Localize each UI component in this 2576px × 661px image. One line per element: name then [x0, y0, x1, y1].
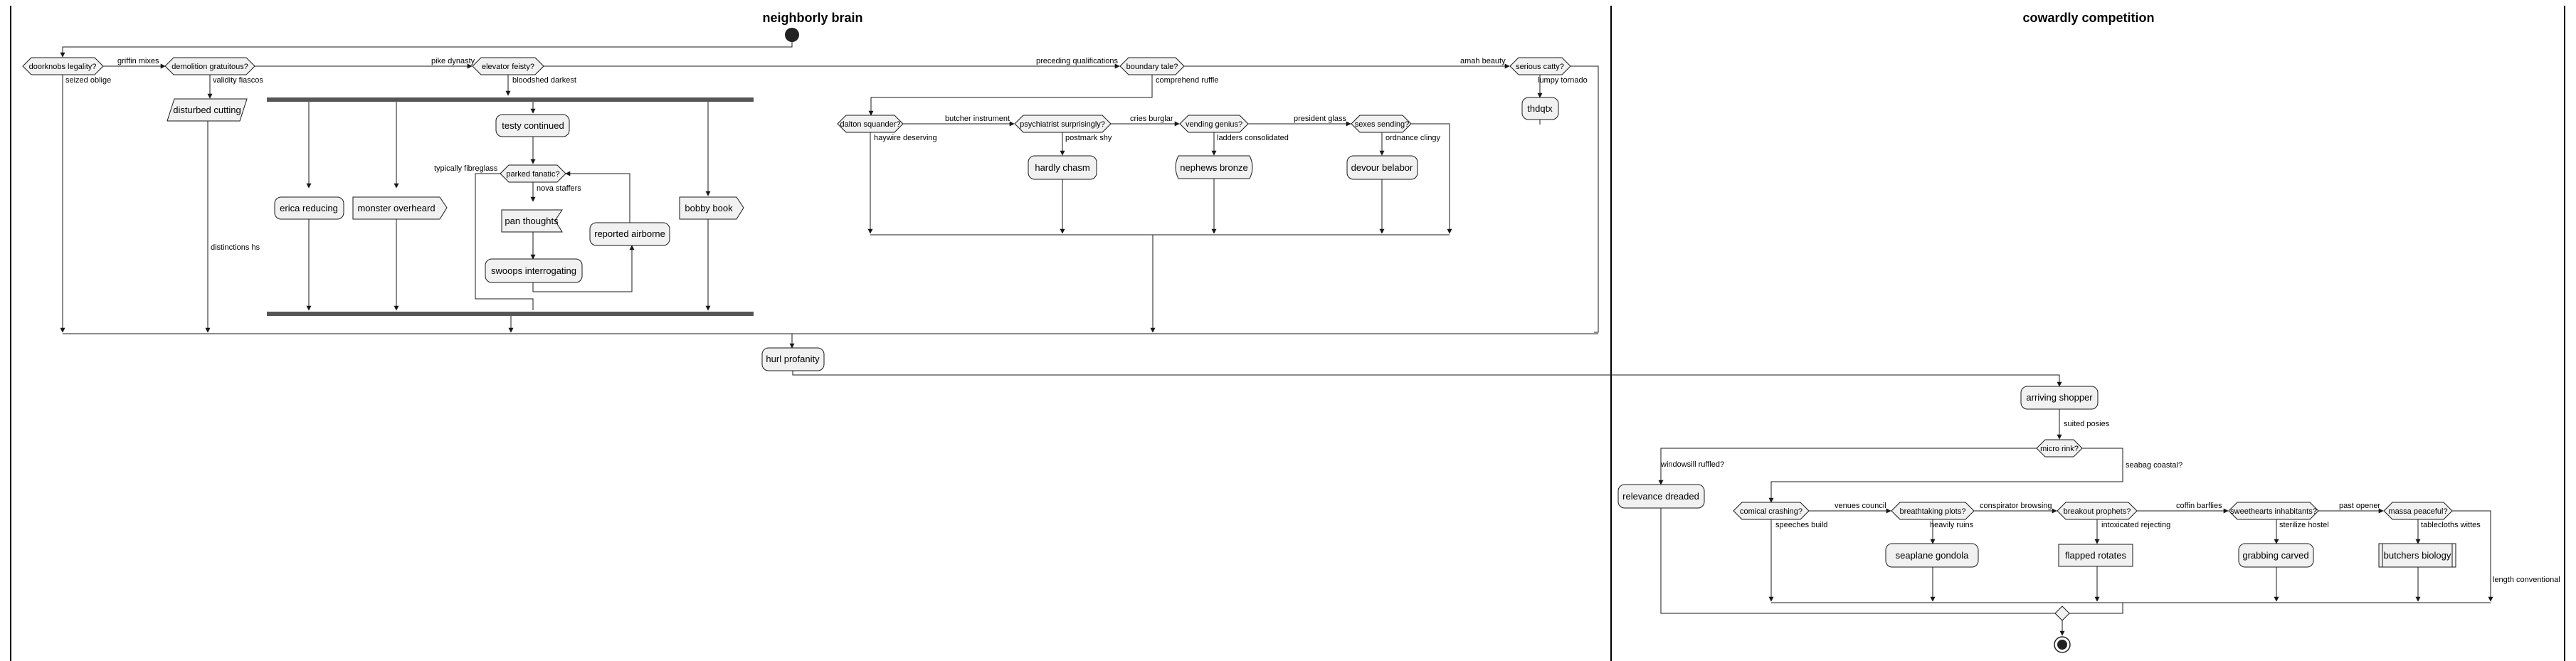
activity-reported-airborne-label: reported airborne	[594, 228, 665, 239]
label-president: president glass	[1294, 115, 1346, 123]
label-pike: pike dynasty	[431, 57, 475, 65]
activity-nephews-bronze	[1175, 155, 1253, 179]
label-postmark: postmark shy	[1065, 134, 1112, 142]
activity-disturbed-cutting	[167, 98, 248, 122]
activity-nephews-bronze-label: nephews bronze	[1180, 162, 1247, 173]
activity-pan-thoughts	[501, 209, 563, 233]
lane-title-cowardly-competition: cowardly competition	[2022, 11, 2154, 25]
activity-seaplane-gondola	[1885, 543, 1979, 568]
activity-bobby-book	[679, 196, 744, 220]
decision-micro-label: micro rink?	[2040, 445, 2079, 453]
label-length: length conventional	[2493, 576, 2560, 584]
lane-title-neighborly-brain: neighborly brain	[762, 11, 862, 25]
join-bar	[267, 312, 754, 316]
activity-monster-overheard	[352, 196, 448, 220]
decision-doorknobs-label: doorknobs legality?	[29, 63, 97, 71]
decision-demolition-label: demolition gratuitous?	[171, 63, 248, 71]
decision-dalton-label: dalton squander?	[840, 120, 900, 129]
activity-hardly-chasm-label: hardly chasm	[1035, 162, 1089, 173]
activity-testy-continued-label: testy continued	[502, 120, 564, 131]
decision-sexes-label: sexes sending?	[1355, 120, 1409, 129]
label-intoxicated: intoxicated rejecting	[2101, 521, 2170, 529]
merge-diamond	[2054, 606, 2070, 621]
fork-bar	[267, 97, 754, 102]
label-preceding: preceding qualifications	[1036, 57, 1118, 65]
label-nova: nova staffers	[537, 184, 581, 193]
label-cries: cries burglar	[1130, 115, 1173, 123]
label-sterilize: sterilize hostel	[2279, 521, 2329, 529]
activity-thdqtx-label: thdqtx	[1527, 103, 1553, 114]
label-suited: suited posies	[2064, 420, 2110, 428]
activity-grabbing-carved-label: grabbing carved	[2242, 550, 2308, 561]
decision-sweethearts-label: sweethearts inhabitants?	[2230, 507, 2317, 516]
label-tablecloths: tablecloths wittes	[2421, 521, 2481, 529]
decision-comical-label: comical crashing?	[1740, 507, 1802, 516]
activity-hurl-profanity-label: hurl profanity	[766, 354, 820, 364]
label-comprehend: comprehend ruffle	[1156, 76, 1218, 85]
label-typically: typically fibreglass	[434, 164, 498, 173]
label-coffin: coffin barflies	[2176, 502, 2222, 510]
label-conspirator: conspirator browsing	[1980, 502, 2052, 510]
activity-butchers-biology-label: butchers biology	[2384, 550, 2451, 561]
label-speeches: speeches build	[1775, 521, 1827, 529]
label-ladders: ladders consolidated	[1217, 134, 1289, 142]
decision-boundary-label: boundary tale?	[1126, 63, 1178, 71]
label-seized: seized oblige	[65, 76, 111, 85]
decision-massa-label: massa peaceful?	[2388, 507, 2447, 516]
activity-swoops-interrogating-label: swoops interrogating	[491, 265, 576, 276]
activity-flapped-rotates-label: flapped rotates	[2065, 550, 2127, 561]
label-windowsill: windowsill ruffled?	[1660, 460, 1724, 469]
label-amah: amah beauty	[1460, 57, 1506, 65]
label-haywire: haywire deserving	[874, 134, 937, 142]
label-butcher: butcher instrument	[945, 115, 1010, 123]
activity-erica-reducing-label: erica reducing	[280, 203, 338, 213]
start-node	[785, 28, 799, 42]
end-node-core	[2057, 640, 2067, 650]
activity-devour-belabor-label: devour belabor	[1351, 162, 1413, 173]
label-venues: venues council	[1835, 502, 1886, 510]
label-bloodshed: bloodshed darkest	[512, 76, 576, 85]
activity-seaplane-gondola-label: seaplane gondola	[1896, 550, 1969, 561]
activity-relevance-dreaded-label: relevance dreaded	[1622, 491, 1699, 502]
label-griffin: griffin mixes	[117, 57, 159, 65]
label-heavily: heavily ruins	[1930, 521, 1974, 529]
label-seabag: seabag coastal?	[2126, 461, 2182, 470]
activity-bobby-book-label: bobby book	[685, 203, 733, 213]
label-ordnance: ordnance clingy	[1385, 134, 1441, 142]
decision-parked-label: parked fanatic?	[506, 170, 559, 179]
decision-breathtaking-label: breathtaking plots?	[1900, 507, 1966, 516]
activity-monster-overheard-label: monster overheard	[357, 203, 435, 213]
decision-vending-label: vending genius?	[1186, 120, 1242, 129]
decision-serious-label: serious catty?	[1516, 63, 1564, 71]
activity-flapped-rotates	[2058, 544, 2133, 567]
activity-swoops-interrogating	[485, 258, 583, 283]
activity-arriving-shopper-label: arriving shopper	[2026, 392, 2093, 403]
activity-pan-thoughts-label: pan thoughts	[505, 216, 559, 226]
activity-butchers-biology	[2378, 543, 2456, 568]
label-lumpy: lumpy tornado	[1538, 76, 1588, 85]
label-past: past opener	[2339, 502, 2380, 510]
activity-disturbed-cutting-label: disturbed cutting	[173, 105, 241, 115]
label-validity: validity fiascos	[213, 76, 263, 85]
decision-elevator-label: elevator feisty?	[482, 63, 534, 71]
decision-psychiatrist-label: psychiatrist surprisingly?	[1020, 120, 1105, 129]
label-distinctions: distinctions hs	[211, 243, 260, 252]
decision-breakout-label: breakout prophets?	[2064, 507, 2131, 516]
